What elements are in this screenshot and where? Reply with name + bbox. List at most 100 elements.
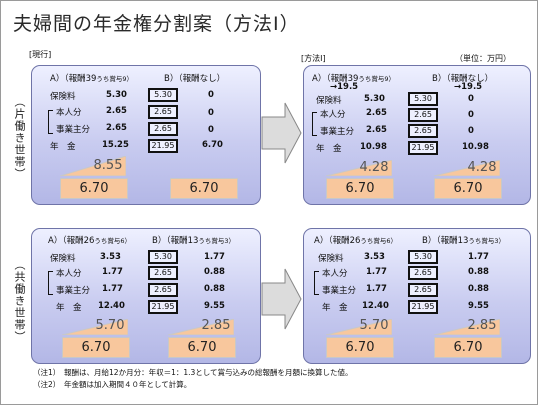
- wedge-b-value: 2.85: [201, 318, 231, 333]
- bar-b: 6.70: [170, 178, 238, 199]
- row-pension: 年 金: [322, 303, 348, 313]
- current-label: [現行]: [29, 50, 52, 59]
- b-self: 0: [208, 108, 214, 118]
- colB-header: B）（報酬なし）: [432, 74, 494, 84]
- arrow-right-icon: [261, 268, 302, 330]
- row-self: 本人分: [320, 110, 346, 120]
- arrow-right-icon: [261, 102, 302, 164]
- b-insurance: 1.77: [204, 252, 225, 262]
- b-self-box: 2.65: [148, 266, 178, 280]
- b-self: 0: [468, 110, 474, 120]
- note-2: （注2） 年金額は加入期間４０年として計算。: [33, 380, 192, 389]
- arrow-b: →19.5: [454, 82, 483, 92]
- b-pension: 9.55: [204, 301, 225, 311]
- row-employer: 事業主分: [320, 127, 355, 137]
- a-pension: 12.40: [98, 301, 125, 311]
- wedge-b-value: 4.28: [467, 160, 497, 175]
- a-self: 1.77: [366, 267, 387, 277]
- panel-dual-current: A）（報酬26うち賞与6） B）（報酬13うち賞与3） 保険料 3.53 5.3…: [31, 228, 261, 364]
- a-self: 1.77: [102, 267, 123, 277]
- single-income-label: （片働き世帯）: [13, 96, 26, 180]
- row-employer: 事業主分: [56, 286, 91, 296]
- a-insurance-box: 5.30: [148, 88, 178, 102]
- panel-single-current: A）（報酬39うち賞与9） B）（報酬なし） 保険料 5.30 5.30 0 本…: [31, 65, 261, 205]
- b-employer-box: 2.65: [408, 283, 438, 297]
- row-insurance: 保険料: [50, 254, 76, 264]
- a-insurance: 3.53: [364, 252, 385, 262]
- colB-header: B）（報酬なし）: [164, 74, 226, 84]
- a-self: 2.65: [106, 106, 127, 116]
- bar-a: 6.70: [326, 337, 394, 358]
- row-employer: 事業主分: [322, 286, 357, 296]
- colA-header: A）（報酬26うち賞与6）: [314, 236, 398, 246]
- b-employer: 0.88: [468, 284, 489, 294]
- wedge-b: [434, 319, 500, 335]
- a-insurance-box: 5.30: [408, 92, 438, 106]
- a-insurance: 3.53: [100, 252, 121, 262]
- a-employer-box: 2.65: [408, 124, 438, 138]
- wedge-b: [168, 319, 234, 335]
- row-pension: 年 金: [316, 144, 342, 154]
- panel-single-method: A）（報酬39うち賞与9） B）（報酬なし） →19.5 →19.5 保険料 5…: [303, 65, 531, 205]
- a-insurance: 5.30: [106, 90, 127, 100]
- panel-dual-method: A）（報酬26うち賞与6） B）（報酬13うち賞与3） 保険料 3.53 5.3…: [303, 228, 531, 364]
- a-employer-box: 2.65: [148, 122, 178, 136]
- b-employer-box: 2.65: [148, 283, 178, 297]
- wedge-a: [326, 319, 392, 335]
- b-employer: 0: [468, 126, 474, 136]
- colB-header: B）（報酬13うち賞与3）: [152, 236, 236, 246]
- row-employer: 事業主分: [56, 125, 91, 135]
- b-pension: 9.55: [468, 301, 489, 311]
- row-insurance: 保険料: [50, 92, 76, 102]
- a-pension: 15.25: [102, 140, 129, 150]
- b-insurance-box: 5.30: [148, 250, 178, 264]
- b-employer: 0: [208, 125, 214, 135]
- a-employer: 2.65: [366, 125, 387, 135]
- bar-b: 6.70: [434, 178, 502, 199]
- b-self-box: 2.65: [408, 266, 438, 280]
- bracket: [312, 112, 317, 136]
- wedge-b: [434, 160, 500, 176]
- bar-a: 6.70: [326, 178, 394, 199]
- a-self: 2.65: [366, 108, 387, 118]
- bar-a: 6.70: [62, 337, 130, 358]
- a-employer: 1.77: [366, 284, 387, 294]
- wedge-a: [62, 319, 128, 335]
- colA-header: A）（報酬39うち賞与9）: [50, 74, 134, 84]
- bracket: [48, 110, 53, 134]
- a-pension-box: 21.95: [148, 139, 178, 153]
- row-insurance: 保険料: [316, 96, 342, 106]
- wedge-a-value: 8.55: [93, 158, 123, 173]
- bracket: [48, 271, 53, 295]
- b-pension-box: 21.95: [408, 300, 438, 314]
- method-label: [方法Ⅰ]: [301, 54, 326, 63]
- wedge-a-value: 5.70: [359, 318, 389, 333]
- arrow-a: →19.5: [330, 82, 359, 92]
- b-insurance: 0: [208, 90, 214, 100]
- row-self: 本人分: [56, 108, 82, 118]
- b-insurance-box: 5.30: [408, 250, 438, 264]
- b-employer: 0.88: [204, 284, 225, 294]
- a-self-box: 2.65: [148, 105, 178, 119]
- bar-a: 6.70: [60, 178, 128, 199]
- dual-income-label: （共働き世帯）: [13, 259, 26, 343]
- wedge-a-value: 4.28: [359, 160, 389, 175]
- wedge-a: [326, 160, 392, 176]
- b-insurance: 1.77: [468, 252, 489, 262]
- colB-header: B）（報酬13うち賞与3）: [422, 236, 506, 246]
- bracket: [314, 271, 319, 295]
- wedge-b-value: 2.85: [467, 318, 497, 333]
- b-self: 0.88: [468, 267, 489, 277]
- b-insurance: 0: [468, 94, 474, 104]
- a-pension: 10.98: [360, 142, 387, 152]
- wedge-a: [60, 156, 126, 176]
- a-insurance: 5.30: [364, 94, 385, 104]
- a-self-box: 2.65: [408, 108, 438, 122]
- a-pension-box: 21.95: [408, 141, 438, 155]
- a-employer: 1.77: [102, 284, 123, 294]
- row-insurance: 保険料: [318, 254, 344, 264]
- colA-header: A）（報酬39うち賞与9）: [312, 74, 396, 84]
- bar-b: 6.70: [434, 337, 502, 358]
- wedge-a-value: 5.70: [95, 318, 125, 333]
